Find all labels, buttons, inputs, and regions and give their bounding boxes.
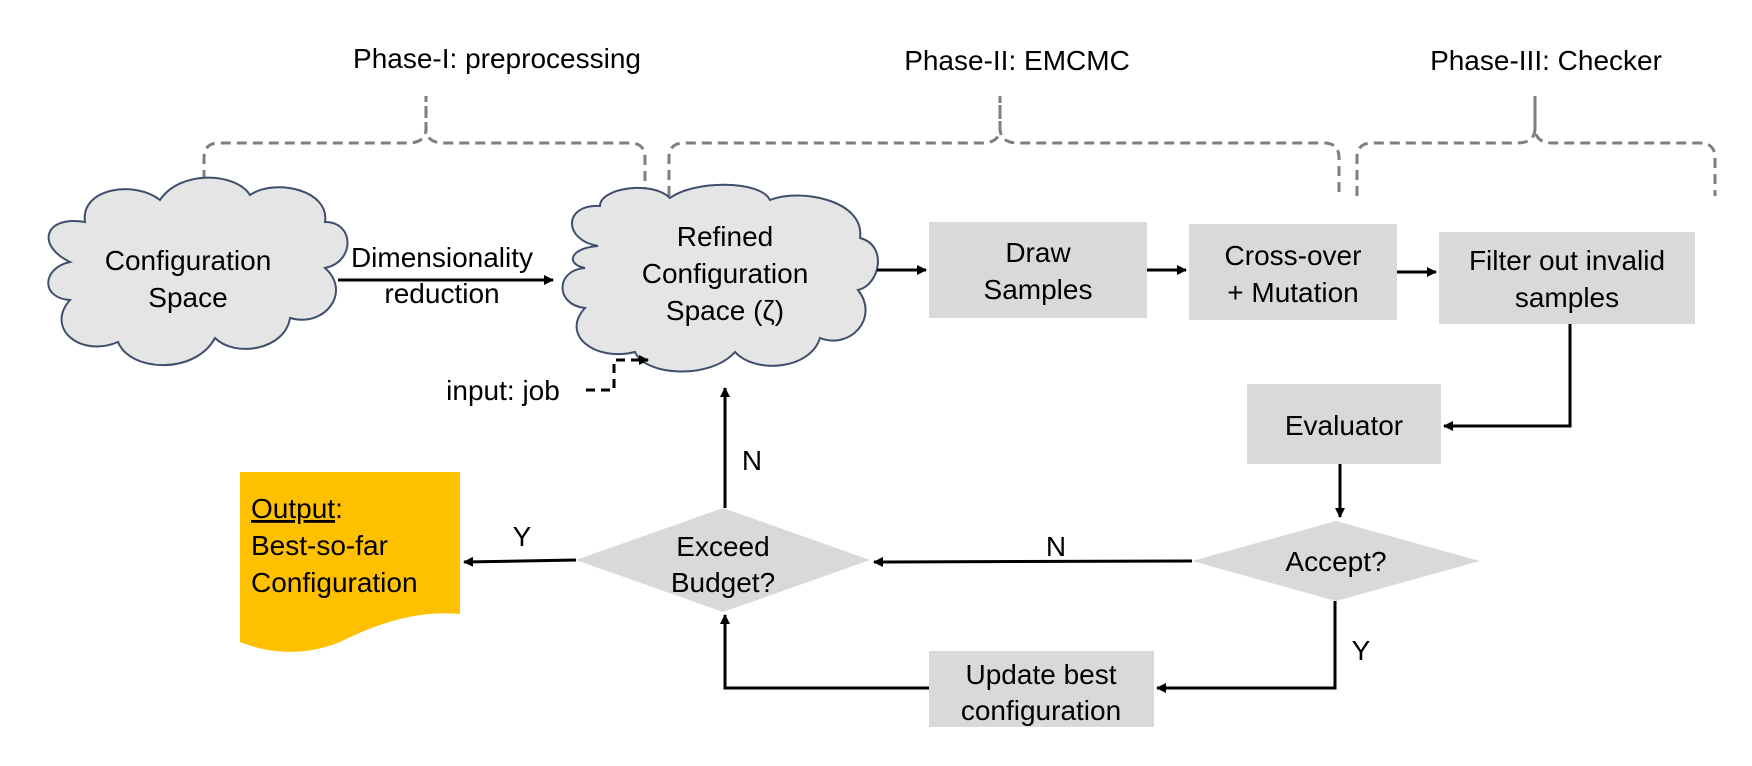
evaluator-label: Evaluator xyxy=(1285,410,1403,441)
filter-invalid-box: Filter out invalid samples xyxy=(1439,232,1695,324)
dimensionality-reduction-line-2: reduction xyxy=(384,278,499,309)
budget-no-label: N xyxy=(742,445,762,476)
configuration-space-line-2: Space xyxy=(148,282,227,313)
configuration-space-cloud: Configuration Space xyxy=(47,176,349,367)
phase-1-brace xyxy=(202,96,647,196)
phase-1-label: Phase-I: preprocessing xyxy=(353,43,641,74)
arrow-accept-yes xyxy=(1156,601,1337,693)
arrow-input-job xyxy=(586,355,649,392)
phase-3-brace xyxy=(1355,96,1717,196)
output-title-word: Output xyxy=(251,493,335,524)
refined-space-line-2: Configuration xyxy=(642,258,809,289)
configuration-space-line-1: Configuration xyxy=(105,245,272,276)
draw-samples-line-2: Samples xyxy=(984,274,1093,305)
arrow-budget-yes xyxy=(463,556,577,567)
refined-configuration-space-cloud: Refined Configuration Space (ζ) xyxy=(561,183,879,373)
output-title-colon: : xyxy=(335,493,343,524)
dimensionality-reduction-line-1: Dimensionality xyxy=(351,242,533,273)
exceed-budget-line-2: Budget? xyxy=(671,567,775,598)
arrow-filter-to-evaluator xyxy=(1443,324,1572,431)
output-line-1: Best-so-far xyxy=(251,530,388,561)
filter-line-2: samples xyxy=(1515,282,1619,313)
output-document: Output: Best-so-far Configuration xyxy=(240,472,460,652)
evaluator-box: Evaluator xyxy=(1247,384,1441,464)
phase-2-brace xyxy=(667,96,1341,196)
draw-samples-line-1: Draw xyxy=(1005,237,1071,268)
output-title: Output: xyxy=(251,493,343,524)
exceed-budget-decision: Exceed Budget? xyxy=(576,508,870,612)
accept-label: Accept? xyxy=(1285,546,1386,577)
arrow-update-to-budget xyxy=(720,614,929,690)
refined-space-line-1: Refined xyxy=(677,221,774,252)
filter-line-1: Filter out invalid xyxy=(1469,245,1665,276)
budget-yes-label: Y xyxy=(513,521,532,552)
accept-yes-label: Y xyxy=(1352,635,1371,666)
arrow-accept-no xyxy=(873,556,1193,567)
draw-samples-box: Draw Samples xyxy=(929,222,1147,318)
update-best-box: Update best configuration xyxy=(929,651,1154,727)
phase-2-label: Phase-II: EMCMC xyxy=(904,45,1130,76)
update-best-line-2: configuration xyxy=(961,695,1121,726)
accept-decision: Accept? xyxy=(1192,521,1480,601)
accept-no-label: N xyxy=(1046,531,1066,562)
refined-space-line-3: Space (ζ) xyxy=(666,295,784,326)
crossover-mutation-box: Cross-over + Mutation xyxy=(1189,224,1397,320)
input-job-label: input: job xyxy=(446,375,560,406)
crossover-line-2: + Mutation xyxy=(1227,277,1359,308)
phase-3-label: Phase-III: Checker xyxy=(1430,45,1662,76)
update-best-line-1: Update best xyxy=(966,659,1117,690)
crossover-line-1: Cross-over xyxy=(1225,240,1362,271)
output-line-2: Configuration xyxy=(251,567,418,598)
exceed-budget-line-1: Exceed xyxy=(676,531,769,562)
